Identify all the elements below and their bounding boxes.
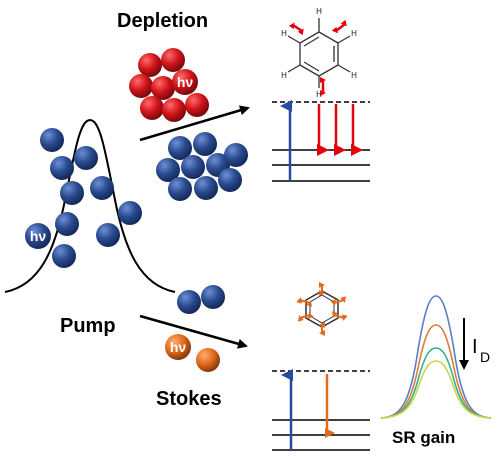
pump-pulse-curve [4,118,176,293]
svg-text:H: H [351,29,357,38]
depletion-balls [129,48,209,122]
photon-ball-stokes [165,334,191,360]
sr-gain-label: SR gain [392,428,455,447]
intensity-symbol: I [472,336,478,358]
stokes-blue-balls [177,285,225,314]
svg-text:H: H [281,71,287,80]
photon-ball-pump [25,223,51,249]
benzene-molecule-icon: H H H H H H [281,7,357,99]
benzene-ring-icon [296,282,348,336]
sr-gain-curves [380,295,492,419]
pump-photon-label: hν [30,228,47,244]
pump-label: Pump [60,315,116,337]
svg-text:H: H [316,90,322,99]
photon-ball-depletion [172,69,198,95]
stokes-arrow [139,314,248,349]
svg-text:H: H [281,29,287,38]
depletion-arrow [139,105,250,142]
energy-level-diagram-bottom [272,369,370,451]
depletion-label: Depletion [117,10,208,32]
stokes-balls [165,334,220,372]
svg-text:H: H [351,71,357,80]
depletion-output-balls [156,132,248,201]
stokes-label: Stokes [156,388,222,410]
intensity-subscript: D [480,349,490,365]
stokes-photon-label: hν [170,339,187,355]
energy-level-diagram-top [272,100,370,182]
pump-balls [25,128,142,268]
svg-text:H: H [316,7,322,16]
depletion-photon-label: hν [177,74,194,90]
